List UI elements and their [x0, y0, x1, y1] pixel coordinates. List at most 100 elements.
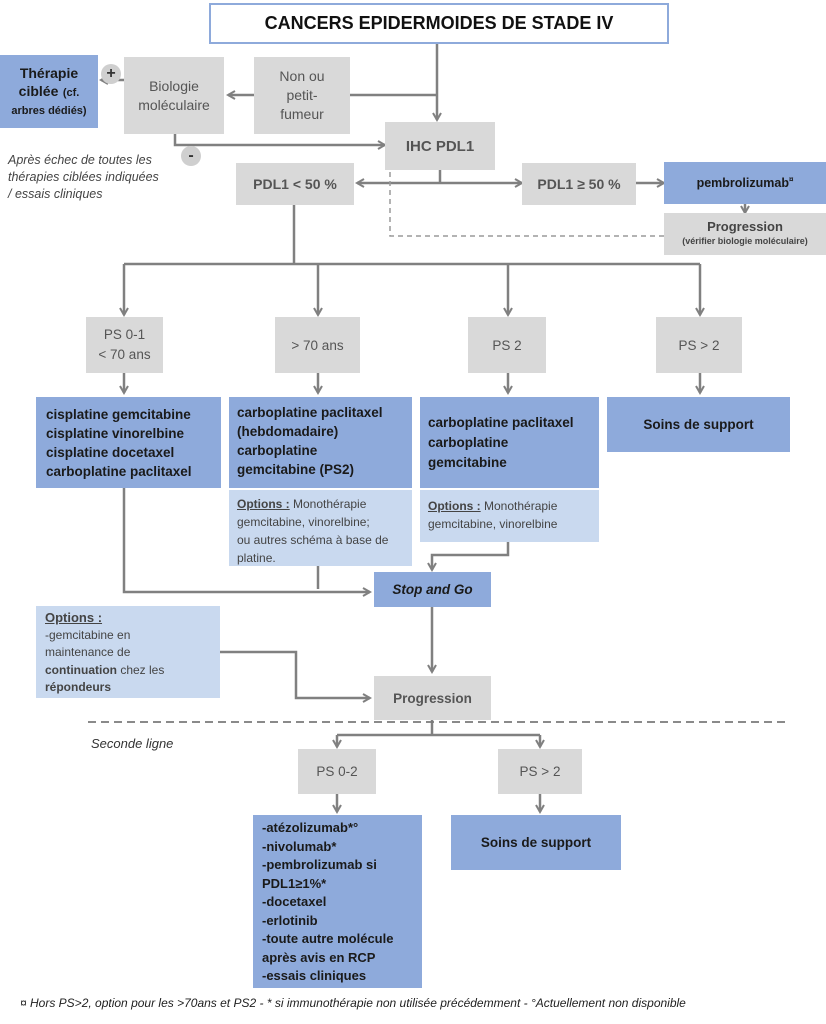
options-maintenance-bold: continuation	[45, 662, 117, 677]
pembrolizumab-label: pembrolizumab	[696, 176, 789, 191]
options-age70-line-1: Options : Monothérapie	[237, 495, 412, 513]
diagram-title-box: CANCERS EPIDERMOIDES DE STADE IV	[209, 3, 669, 44]
options-age70-rest: Monothérapie	[289, 497, 367, 511]
apres-echec-line-2: thérapies ciblées indiquées	[8, 170, 159, 184]
ps02-second-label: PS 0-2	[316, 764, 358, 779]
options-ps2-rest: Monothérapie	[480, 499, 558, 513]
ps2-label: PS 2	[492, 337, 522, 353]
options-maintenance-box: Options : -gemcitabine en maintenance de…	[36, 606, 220, 698]
soins-support-second-box: Soins de support	[451, 815, 621, 870]
stop-and-go-box: Stop and Go	[374, 572, 491, 607]
treatment-ps01-line-2: cisplatine vinorelbine	[46, 426, 185, 441]
second-treat-line-9: -essais cliniques	[262, 968, 367, 983]
options-maintenance-line-2: maintenance de	[45, 645, 131, 659]
treatment-ps01-line-4: carboplatine paclitaxel	[46, 464, 192, 479]
stop-and-go-label: Stop and Go	[392, 582, 473, 597]
therapie-ciblee-line3: arbres dédiés)	[11, 104, 87, 117]
therapie-ciblee-line2a: ciblée	[18, 82, 59, 99]
apres-echec-line-1: Après échec de toutes les	[8, 153, 152, 167]
second-treat-line-1: -atézolizumab*°	[262, 820, 359, 835]
options-maintenance-rest: chez les	[117, 662, 165, 677]
treatment-age70-line-1: carboplatine paclitaxel	[237, 405, 383, 420]
options-maintenance-line-3: continuation chez les	[45, 662, 220, 680]
treatment-ps01-line-1: cisplatine gemcitabine	[46, 407, 191, 422]
psgt2-box: PS > 2	[656, 317, 742, 373]
treatment-ps2-line-3: gemcitabine	[428, 455, 507, 470]
treatment-age70-line-2: (hebdomadaire)	[237, 424, 339, 439]
soins-support-label: Soins de support	[643, 417, 754, 432]
diagram-title: CANCERS EPIDERMOIDES DE STADE IV	[264, 13, 614, 33]
options-maintenance-line-4: répondeurs	[45, 680, 112, 694]
biologie-line-1: Biologie	[149, 77, 199, 94]
therapie-ciblee-line1: Thérapie	[19, 64, 79, 81]
options-age70-line-4: platine.	[237, 551, 276, 565]
second-treat-line-3: -pembrolizumab si	[262, 857, 377, 872]
options-ps2-box: Options : Monothérapie gemcitabine, vino…	[420, 490, 599, 542]
non-fumeur-box: Non ou petit- fumeur	[254, 57, 350, 134]
second-line-treatment-box: -atézolizumab*° -nivolumab* -pembrolizum…	[253, 815, 422, 988]
pdl1-low-label: PDL1 < 50 %	[253, 176, 337, 192]
footnote: ¤ Hors PS>2, option pour les >70ans et P…	[20, 996, 686, 1010]
treatment-ps2-box: carboplatine paclitaxel carboplatine gem…	[420, 397, 599, 488]
therapie-ciblee-line2b: (cf.	[62, 86, 80, 99]
seconde-ligne-label: Seconde ligne	[91, 736, 174, 751]
age70-box: > 70 ans	[275, 317, 360, 373]
options-age70-box: Options : Monothérapie gemcitabine, vino…	[229, 490, 412, 566]
progression-top-box: Progression (vérifier biologie moléculai…	[664, 213, 826, 255]
therapie-ciblee-line2: ciblée (cf.	[19, 82, 80, 102]
options-age70-label: Options :	[237, 497, 290, 511]
options-ps2-line-2: gemcitabine, vinorelbine	[428, 517, 558, 531]
progression-top-label: Progression	[707, 219, 783, 234]
options-age70-line-2: gemcitabine, vinorelbine;	[237, 515, 370, 529]
second-treat-line-8: après avis en RCP	[262, 949, 376, 965]
soins-support-second-label: Soins de support	[480, 835, 592, 850]
treatment-age70-box: carboplatine paclitaxel (hebdomadaire) c…	[229, 397, 412, 488]
ps01-box: PS 0-1 < 70 ans	[86, 317, 163, 373]
progression-top-sub: (vérifier biologie moléculaire)	[682, 236, 808, 246]
psgt2-second-label: PS > 2	[519, 764, 561, 779]
minus-icon: -	[181, 146, 201, 166]
options-maintenance-line-1: -gemcitabine en	[45, 627, 131, 642]
second-treat-line-6: -erlotinib	[262, 912, 318, 928]
ihc-pdl1-box: IHC PDL1	[385, 122, 495, 170]
pembrolizumab-text: pembrolizumab¤	[697, 175, 794, 190]
options-maintenance-label: Options :	[45, 610, 103, 625]
treatment-age70-line-4: gemcitabine (PS2)	[237, 462, 355, 477]
pembrolizumab-mark: ¤	[788, 175, 794, 185]
pdl1-high-box: PDL1 ≥ 50 %	[522, 163, 636, 205]
biologie-line-2: moléculaire	[138, 96, 210, 113]
treatment-ps01-line-3: cisplatine docetaxel	[46, 445, 175, 460]
ihc-pdl1-label: IHC PDL1	[405, 137, 475, 155]
second-treat-line-7: -toute autre molécule	[262, 931, 394, 946]
non-fumeur-line-1: Non ou	[279, 68, 325, 84]
apres-echec-note: Après échec de toutes les thérapies cibl…	[8, 152, 159, 203]
second-treat-line-2: -nivolumab*	[262, 838, 337, 854]
minus-sign: -	[188, 147, 194, 164]
second-treat-line-5: -docetaxel	[262, 894, 327, 909]
pembrolizumab-box: pembrolizumab¤	[664, 162, 826, 204]
options-age70-line-3: ou autres schéma à base de	[237, 533, 389, 547]
soins-support-box: Soins de support	[607, 397, 790, 452]
ps01-line-1: PS 0-1	[103, 327, 146, 342]
progression-mid-box: Progression	[374, 676, 491, 720]
pdl1-low-box: PDL1 < 50 %	[236, 163, 354, 205]
ps01-line-2: < 70 ans	[98, 347, 151, 362]
plus-sign: +	[106, 65, 116, 82]
ps02-second-box: PS 0-2	[298, 749, 376, 794]
age70-label: > 70 ans	[291, 337, 344, 353]
non-fumeur-line-2: petit-	[286, 87, 318, 103]
treatment-ps2-line-2: carboplatine	[428, 435, 509, 450]
progression-mid-label: Progression	[393, 690, 472, 706]
psgt2-second-box: PS > 2	[498, 749, 582, 794]
options-ps2-line-1: Options : Monothérapie	[428, 497, 599, 515]
apres-echec-line-3: / essais cliniques	[8, 187, 103, 201]
ps2-box: PS 2	[468, 317, 546, 373]
options-ps2-label: Options :	[428, 499, 481, 513]
therapie-ciblee-box: Thérapie ciblée (cf. arbres dédiés)	[0, 55, 98, 128]
non-fumeur-line-3: fumeur	[280, 106, 324, 122]
plus-icon: +	[101, 64, 121, 84]
treatment-age70-line-3: carboplatine	[237, 443, 318, 458]
biologie-moleculaire-box: Biologie moléculaire	[124, 57, 224, 134]
second-treat-line-4: PDL1≥1%*	[262, 875, 327, 891]
psgt2-label: PS > 2	[678, 337, 720, 353]
